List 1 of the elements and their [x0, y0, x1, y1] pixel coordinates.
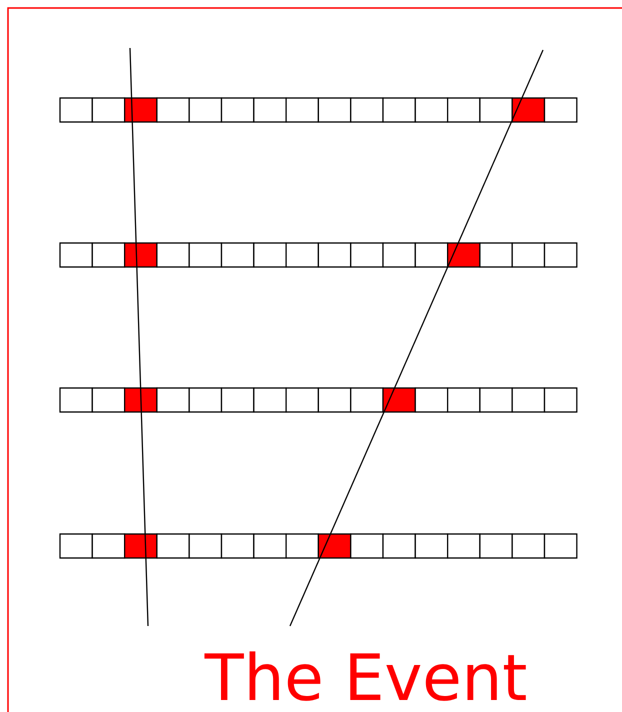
title: The Event: [204, 651, 526, 701]
